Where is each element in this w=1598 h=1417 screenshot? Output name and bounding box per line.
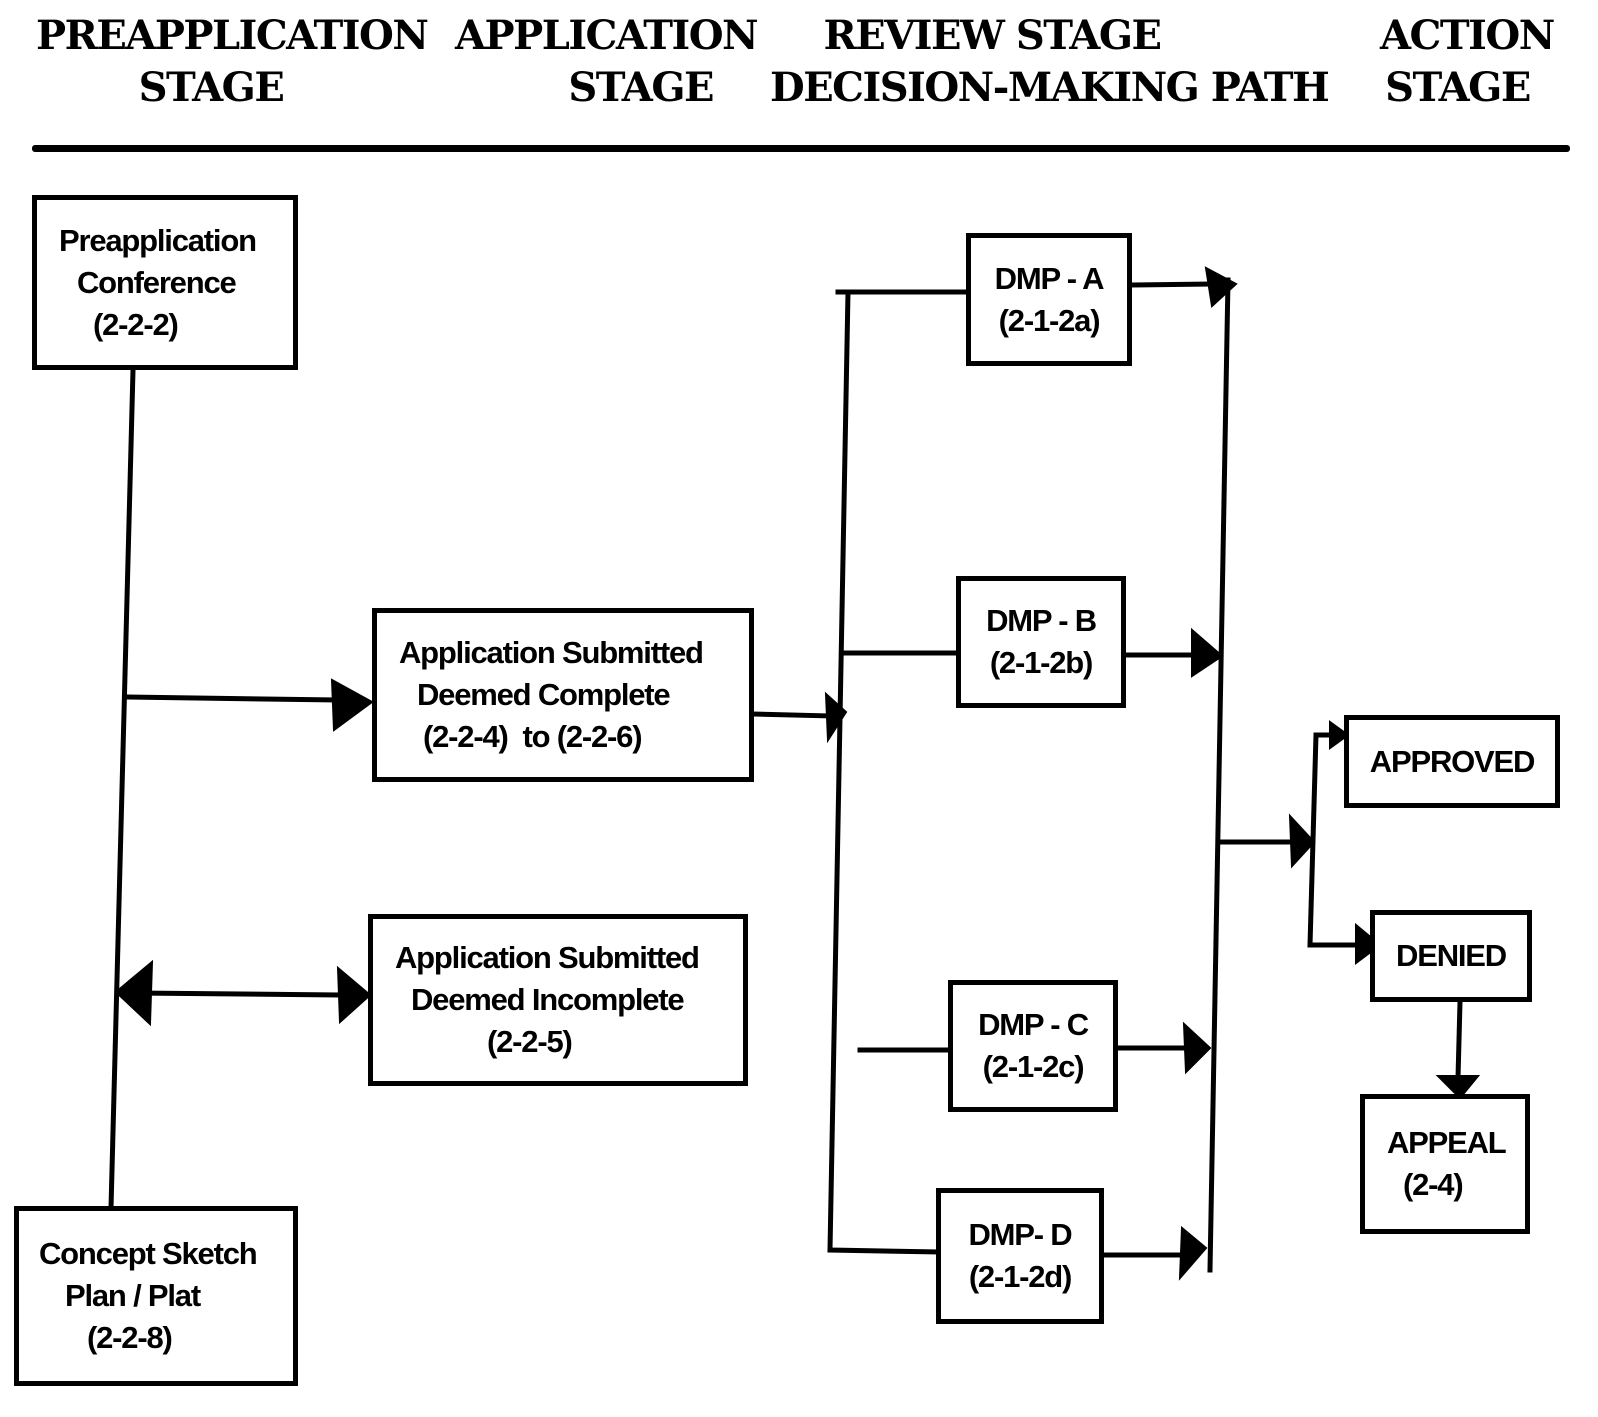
node-code: (2-2-2) [93,306,179,342]
header-action-stage: ACTION STAGE [1380,10,1555,114]
arrowhead-dmp-a [1204,266,1238,308]
node-dmp-c: DMP - C (2-1-2c) [948,980,1118,1112]
header-application-stage: APPLICATION STAGE [455,10,759,114]
node-label: APPROVED [1369,743,1536,779]
edge-denied-to-appeal [1455,999,1463,1081]
header-divider [32,145,1570,152]
arrowhead-to-denied [1355,922,1382,965]
node-application-incomplete: Application Submitted Deemed Incomplete … [368,914,748,1086]
arrowhead-to-app-complete [330,678,374,732]
node-label: DENIED [1396,938,1507,973]
header-line: DECISION-MAKING PATH [770,64,1330,111]
arrowhead-dmp-b [1191,627,1224,678]
node-label: DMP- D [968,1217,1072,1252]
node-label: DMP - B [986,603,1097,638]
header-line: STAGE [1385,64,1531,111]
header-preapplication-stage: PREAPPLICATION STAGE [36,10,429,114]
node-code: (2-2-4) to (2-2-6) [423,719,643,754]
header-line: STAGE [138,64,285,111]
header-line: APPLICATION [455,12,759,59]
arrowhead-to-concept-trunk [114,959,154,1027]
node-approved: APPROVED [1344,715,1560,808]
node-label: DMP - A [994,260,1105,296]
arrowhead-to-app-incomplete [336,965,372,1025]
edge-concept-app-incomplete [133,990,341,998]
node-code: (2-4) [1403,1167,1464,1202]
edge-preapp-to-concept [108,367,136,1211]
node-code: (2-1-2b) [989,645,1094,680]
node-label: Plan / Plat [65,1278,201,1313]
edge-app-complete-to-review [749,711,835,719]
arrowhead-dmp-c [1182,1021,1212,1075]
header-line: STAGE [568,64,714,111]
header-review-stage: REVIEW STAGE DECISION-MAKING PATH [770,10,1330,114]
node-label: Conference [77,264,237,300]
node-appeal: APPEAL (2-4) [1360,1094,1530,1234]
node-code: (2-2-5) [487,1024,573,1059]
arrowhead-to-review-bus [824,691,848,744]
review-left-bus [827,289,941,1255]
node-dmp-a: DMP - A (2-1-2a) [966,233,1132,366]
arrowhead-to-action [1288,813,1316,869]
node-label: APPEAL [1387,1125,1507,1160]
edge-dmp-a-out [1129,281,1213,288]
arrowhead-dmp-d [1178,1225,1208,1281]
node-label: Deemed Incomplete [411,982,685,1017]
node-label: Deemed Complete [417,677,671,712]
node-application-complete: Application Submitted Deemed Complete (2… [372,608,754,782]
node-label: Application Submitted [395,940,700,975]
node-code: (2-1-2d) [968,1259,1073,1294]
node-denied: DENIED [1370,910,1532,1002]
node-dmp-b: DMP - B (2-1-2b) [956,576,1126,708]
node-concept-sketch: Concept Sketch Plan / Plat (2-2-8) [14,1206,298,1386]
node-label: Preapplication [59,222,257,258]
node-label: Application Submitted [399,635,704,670]
node-label: DMP - C [978,1007,1089,1042]
arrowhead-to-appeal [1435,1075,1481,1100]
node-code: (2-2-8) [87,1320,173,1355]
node-code: (2-1-2a) [998,302,1101,338]
header-line: REVIEW STAGE [823,12,1162,59]
header-line: PREAPPLICATION [36,12,429,59]
header-line: ACTION [1380,12,1555,59]
node-label: Concept Sketch [39,1236,258,1271]
edge-to-app-complete [124,694,339,703]
arrowhead-to-approved [1329,720,1350,750]
review-right-bus [1207,277,1231,1273]
node-code: (2-1-2c) [982,1049,1085,1084]
node-preapplication-conference: Preapplication Conference (2-2-2) [32,195,298,370]
node-dmp-d: DMP- D (2-1-2d) [936,1188,1104,1324]
